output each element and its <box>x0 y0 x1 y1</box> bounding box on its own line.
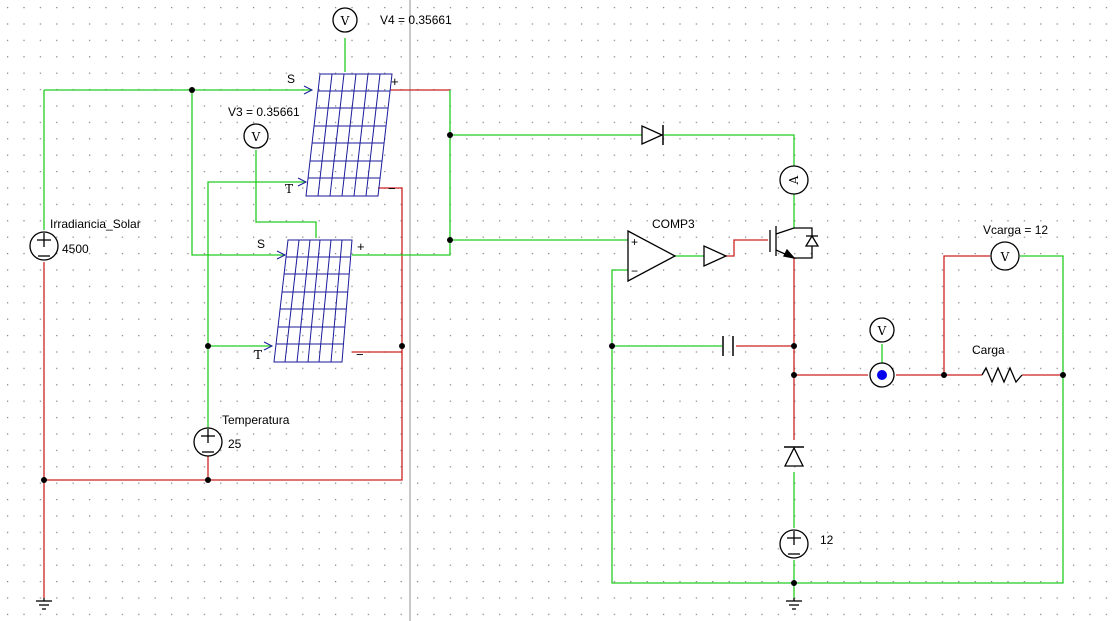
solar-panel-2[interactable]: S T + − <box>254 237 365 363</box>
dc-source-icon <box>193 427 223 457</box>
voltmeter-v4[interactable]: V <box>332 7 358 33</box>
voltmeter-icon <box>332 7 358 33</box>
dc-source-icon <box>779 529 809 559</box>
v4-reading: V4 = 0.35661 <box>380 13 452 27</box>
diode-icon <box>641 124 664 146</box>
comparator[interactable]: + − COMP3 <box>627 217 695 283</box>
buffer-icon <box>703 244 728 268</box>
capacitor-icon <box>722 336 734 356</box>
panel2-t-label: T <box>254 348 262 362</box>
diode-icon <box>783 446 805 467</box>
solar-panel-1[interactable]: S T + − <box>285 72 399 197</box>
gate-buffer[interactable] <box>703 244 728 268</box>
vcarga-reading: Vcarga = 12 <box>983 223 1048 237</box>
irradiance-value: 4500 <box>62 242 89 256</box>
panel2-plus-label: + <box>357 239 365 254</box>
panel1-s-label: S <box>287 72 295 86</box>
junctions <box>41 87 1066 586</box>
ammeter[interactable]: A <box>779 165 809 195</box>
panel1-t-label: T <box>285 182 293 196</box>
resistor-icon <box>981 366 1023 384</box>
dc-source-icon <box>29 231 59 261</box>
irradiance-source[interactable]: Irradiancia_Solar 4500 <box>29 217 141 261</box>
diode-freewheel[interactable] <box>783 446 805 467</box>
capacitor[interactable] <box>722 336 734 356</box>
battery-source[interactable]: 12 <box>779 529 834 559</box>
solar-panel-icon <box>305 73 393 197</box>
comparator-minus: − <box>631 264 638 278</box>
voltmeter-icon <box>243 123 269 149</box>
voltmeter-center-symbol: V <box>877 324 887 338</box>
panel2-minus-label: − <box>356 347 364 362</box>
diode-top[interactable] <box>641 124 664 146</box>
ammeter-icon <box>779 165 809 195</box>
igbt-icon <box>769 226 820 260</box>
ground-icon <box>36 598 52 610</box>
temperature-source[interactable]: Temperatura 25 <box>193 413 290 457</box>
voltmeter-center[interactable]: V <box>869 317 895 343</box>
voltmeter-v3[interactable]: V <box>243 123 269 149</box>
comparator-plus: + <box>631 235 638 249</box>
voltmeter-v3-symbol: V <box>251 130 261 144</box>
load-label: Carga <box>972 343 1005 357</box>
v3-reading: V3 = 0.35661 <box>228 105 300 119</box>
ground-right[interactable] <box>786 598 802 610</box>
irradiance-name: Irradiancia_Solar <box>50 217 141 231</box>
ground-left[interactable] <box>36 598 52 610</box>
voltmeter-v4-symbol: V <box>340 14 350 28</box>
voltmeter-icon <box>869 317 895 343</box>
ground-icon <box>786 598 802 610</box>
load-resistor[interactable]: Carga <box>972 343 1023 384</box>
current-probe[interactable] <box>869 362 895 388</box>
comparator-icon <box>627 229 677 283</box>
temperature-value: 25 <box>228 437 242 451</box>
panel1-plus-label: + <box>391 74 399 89</box>
voltmeter-icon <box>990 241 1020 271</box>
solar-panel-icon <box>273 239 353 363</box>
voltmeter-vcarga-symbol: V <box>1000 250 1010 264</box>
voltmeter-vcarga[interactable]: V <box>990 241 1020 271</box>
wires <box>43 38 1064 598</box>
battery-value: 12 <box>820 533 834 547</box>
panel2-s-label: S <box>257 237 265 251</box>
igbt-switch[interactable] <box>769 226 820 260</box>
panel1-minus-label: − <box>388 181 396 196</box>
ammeter-symbol: A <box>787 175 801 185</box>
temperature-name: Temperatura <box>222 413 290 427</box>
current-probe-icon <box>869 362 895 388</box>
comparator-label: COMP3 <box>652 217 695 231</box>
